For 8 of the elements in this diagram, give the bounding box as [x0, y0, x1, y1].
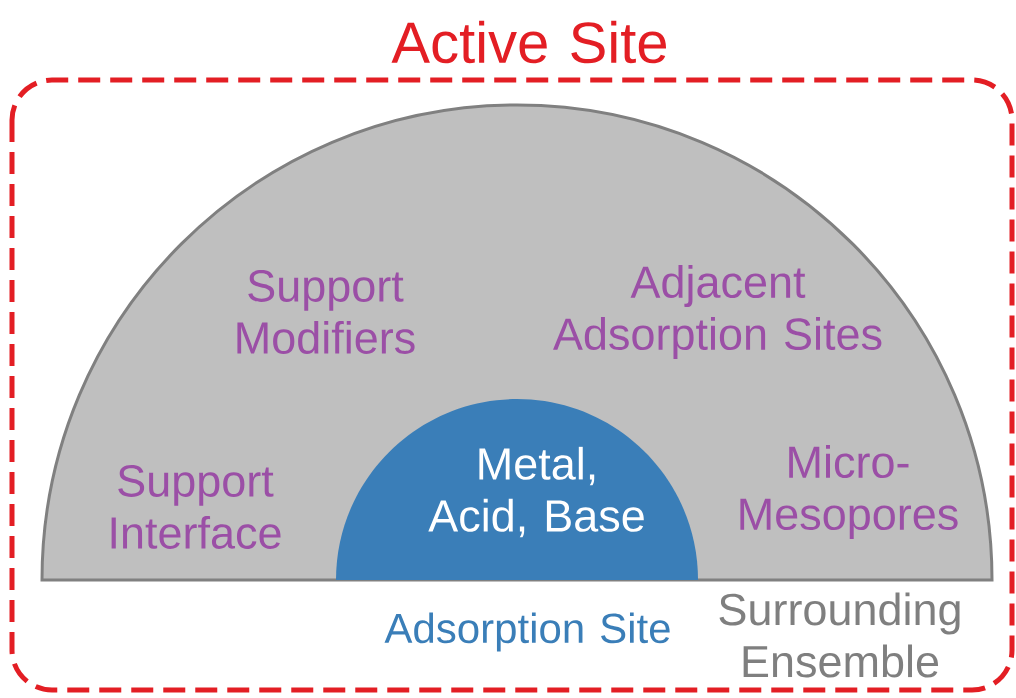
- caption-label: Adsorption Site: [384, 612, 670, 652]
- region-label: Micro-Mesopores: [740, 445, 958, 539]
- region-label: Support Modifiers: [237, 270, 415, 354]
- heading: Active Site: [391, 20, 666, 64]
- caption-label: Surrounding Ensemble: [719, 592, 960, 678]
- region-label: Adjacent Adsorption Sites: [553, 265, 882, 359]
- region-label: Support Interface: [111, 465, 281, 549]
- region-label: Metal, Acid, Base: [428, 446, 644, 538]
